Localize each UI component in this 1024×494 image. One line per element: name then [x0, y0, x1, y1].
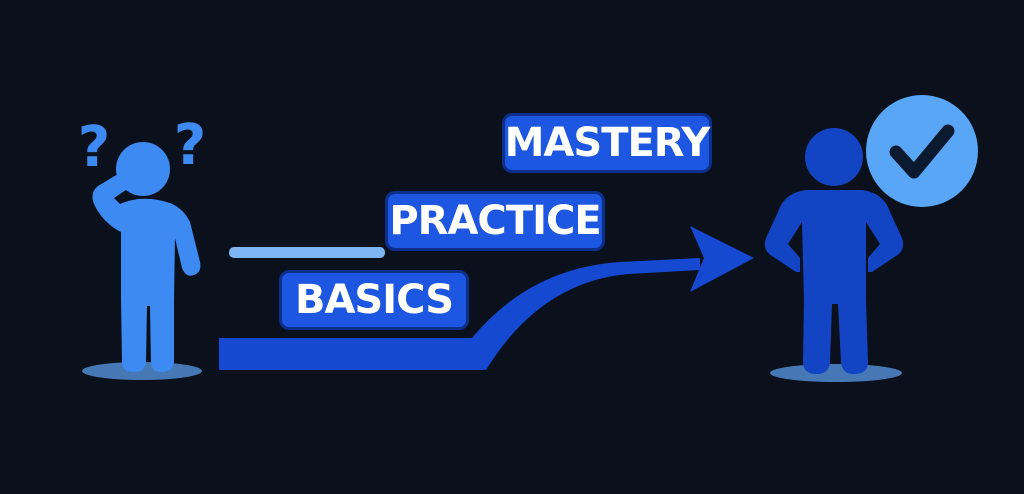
arrow-icon	[690, 226, 754, 292]
staircase-base	[219, 258, 700, 370]
upper-step-ledge	[229, 247, 385, 258]
stage-label-basics: BASICS	[279, 270, 469, 330]
stage-label-mastery: MASTERY	[502, 113, 712, 173]
confident-person-figure	[764, 95, 978, 382]
end-figure-shadow	[770, 364, 902, 382]
question-mark-icon: ?	[174, 113, 206, 178]
checkmark-icon	[889, 124, 955, 179]
confident-person-icon	[764, 128, 904, 374]
progress-path	[219, 226, 754, 370]
stage-label-practice: PRACTICE	[385, 191, 605, 251]
confused-person-figure: ? ?	[78, 113, 206, 380]
checkmark-badge	[866, 95, 978, 207]
question-mark-icon: ?	[78, 115, 110, 180]
confused-person-icon	[92, 142, 201, 372]
